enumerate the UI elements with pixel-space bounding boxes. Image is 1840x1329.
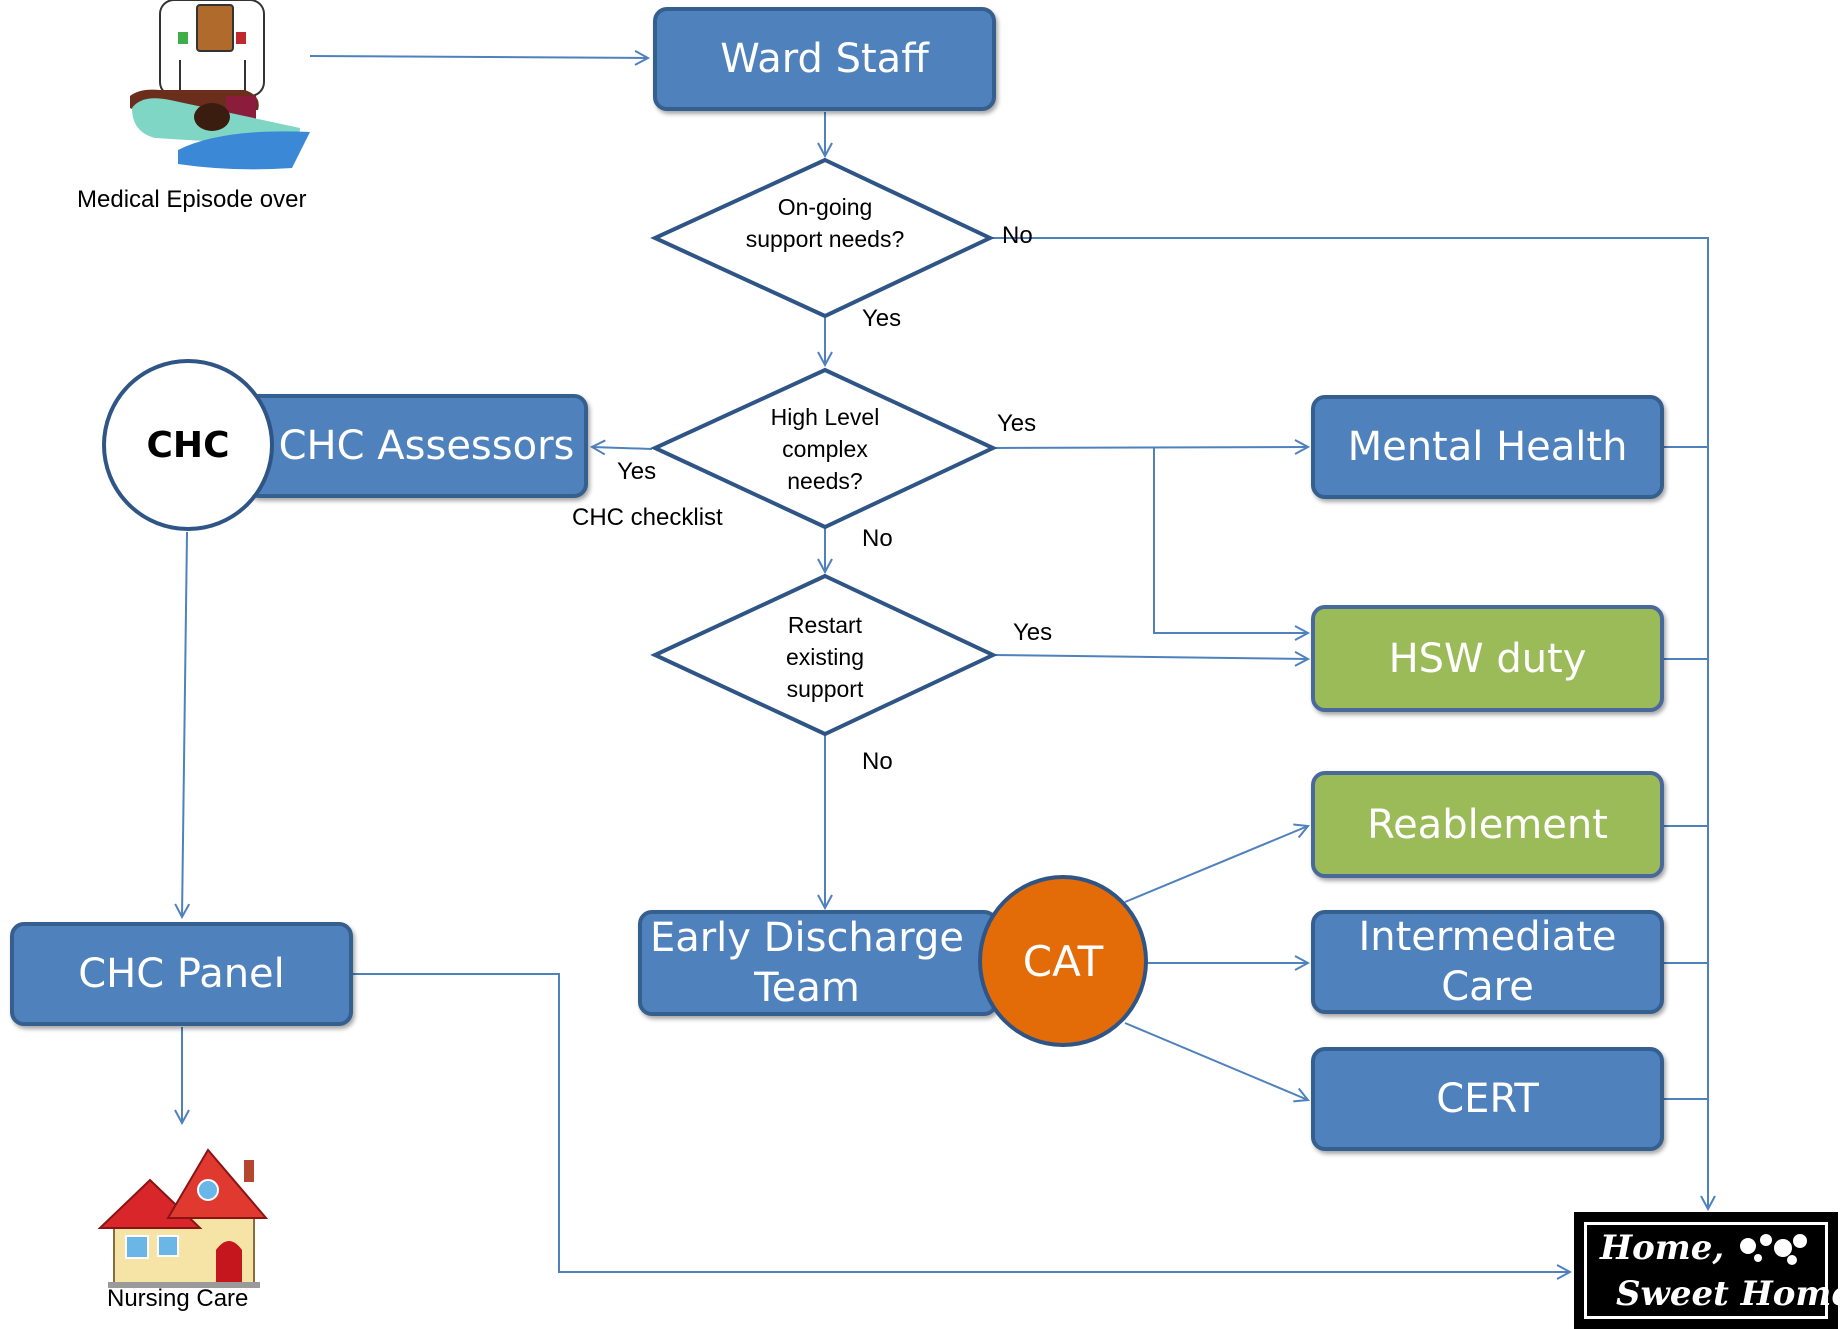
label-ongoing-no: No: [1002, 222, 1033, 249]
mental-health-box[interactable]: Mental Health: [1311, 395, 1664, 499]
intermediate-care-box[interactable]: Intermediate Care: [1311, 910, 1664, 1014]
decision-high-level-shape: [650, 367, 998, 530]
flower-ornament-icon: [1740, 1234, 1807, 1265]
connector-high-to-mental-health: [992, 447, 1308, 448]
label-restart-yes: Yes: [1013, 619, 1053, 646]
connector-panel-to-home: [352, 973, 1570, 1272]
decision-ongoing-text: On-going support needs?: [745, 194, 905, 253]
connector-high-to-chc-assessors: [592, 447, 653, 449]
doctor-patient-illustration: [130, 0, 310, 170]
label-high-yes-right: Yes: [997, 410, 1037, 437]
label-restart-no: No: [862, 748, 893, 775]
house-illustration: [97, 1148, 269, 1288]
connector-high-to-hsw: [1153, 448, 1308, 633]
chc-panel-box[interactable]: CHC Panel: [10, 922, 353, 1026]
label-high-no: No: [862, 525, 893, 552]
home-sign-line2: Sweet Home: [1616, 1274, 1840, 1314]
decision-restart-text: Restart existing support: [786, 612, 864, 703]
hsw-duty-box[interactable]: HSW duty: [1311, 605, 1664, 712]
home-sweet-home-sign: Home, Sweet Home: [1574, 1212, 1840, 1329]
connector-ongoing-no: [992, 237, 1708, 1209]
nursing-care-caption: Nursing Care: [107, 1285, 249, 1312]
connector-start-to-ward-staff: [309, 56, 648, 58]
connector-restart-yes: [992, 655, 1308, 659]
chc-circle[interactable]: CHC: [102, 359, 274, 531]
cert-box[interactable]: CERT: [1311, 1047, 1664, 1151]
connector-cat-to-reablement: [1124, 826, 1308, 903]
cat-circle[interactable]: CAT: [978, 875, 1148, 1047]
label-high-yes-left: Yes: [617, 458, 657, 485]
label-ongoing-yes: Yes: [862, 305, 902, 332]
decision-restart-shape: [650, 573, 998, 737]
decision-ongoing-shape: [650, 157, 995, 319]
start-caption: Medical Episode over: [77, 186, 307, 213]
reablement-box[interactable]: Reablement: [1311, 771, 1664, 878]
ward-staff-box[interactable]: Ward Staff: [653, 7, 996, 111]
home-sign-line1: Home,: [1600, 1228, 1725, 1268]
early-discharge-team-box[interactable]: Early Discharge Team: [638, 910, 998, 1016]
label-chc-checklist: CHC checklist: [572, 504, 723, 531]
home-sign-border: [1584, 1222, 1828, 1319]
connector-chc-to-panel: [182, 531, 187, 917]
decision-high-level-text: High Level complex needs?: [770, 404, 880, 495]
connector-cat-to-cert: [1124, 1022, 1308, 1100]
chc-assessors-box[interactable]: CHC Assessors: [245, 394, 588, 498]
